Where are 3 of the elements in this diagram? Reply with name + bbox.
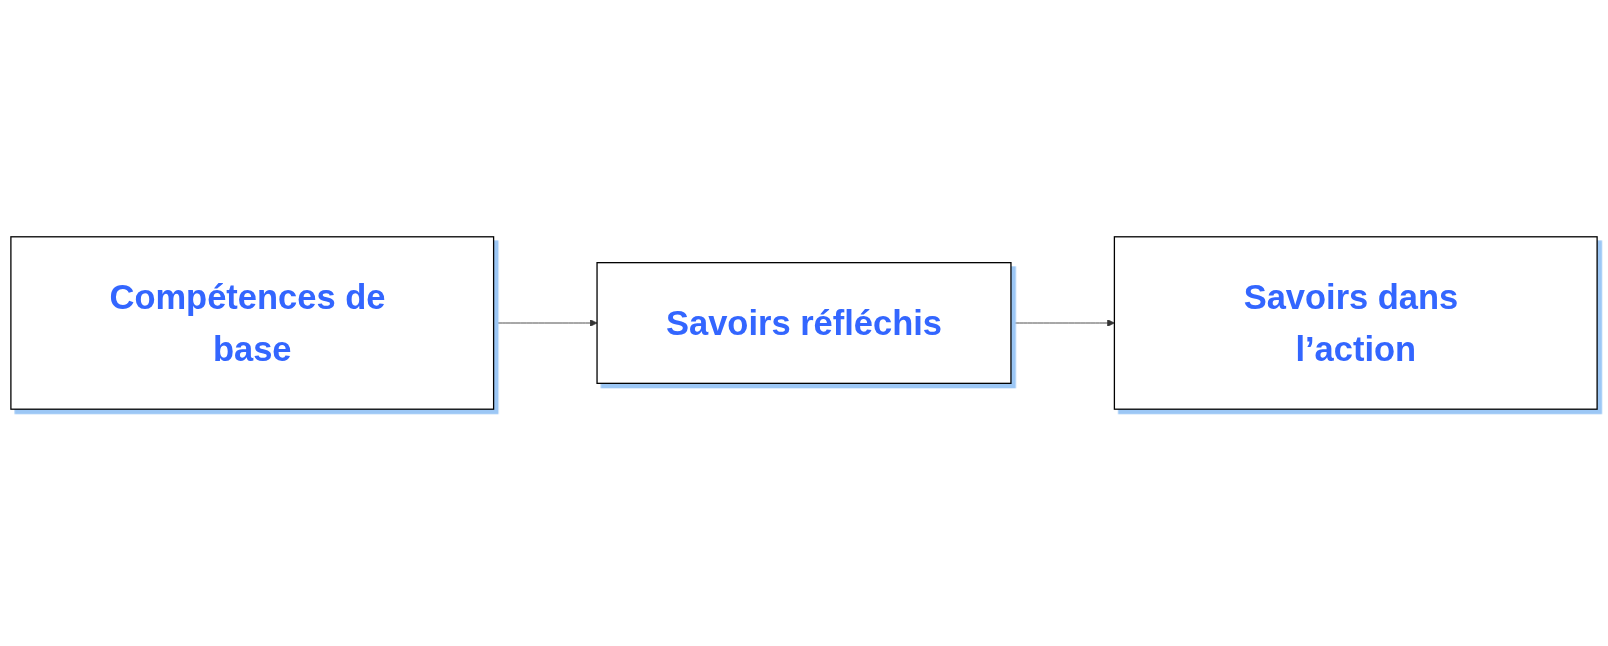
node-box: Compétences de base xyxy=(10,236,495,410)
node-box: Savoirs réfléchis xyxy=(596,262,1012,384)
node-box: Savoirs dans l’action xyxy=(1113,236,1598,410)
